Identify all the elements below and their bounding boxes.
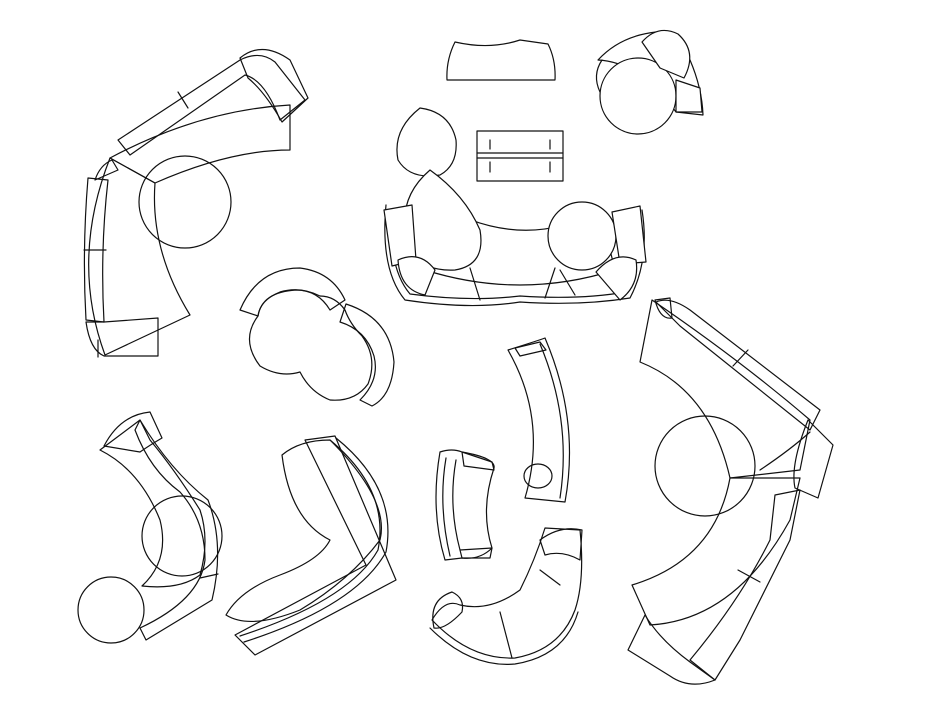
round-table (77, 576, 145, 644)
chair-back-lower (339, 303, 395, 407)
sofa-set-center (383, 107, 647, 307)
sofa-seat-left (88, 157, 191, 356)
round-table (654, 415, 756, 517)
sofa-back (134, 419, 219, 641)
sofa-arm-left (432, 591, 464, 629)
chair-seats (248, 289, 373, 401)
sofa-sectional-right (627, 297, 834, 685)
sofa-arm-corner (793, 419, 834, 499)
side-table (396, 107, 457, 177)
chair-arm-top (641, 29, 691, 79)
bench-top-center (446, 39, 556, 81)
sofa-arm-bottom (627, 614, 716, 685)
sofa-seat-lower (631, 477, 801, 626)
armchair-seat (141, 495, 223, 577)
armchair-right-back (611, 205, 647, 265)
sofa-seat-upper (109, 104, 291, 184)
sofa-back-lower (689, 489, 801, 681)
sofa-arm-bottom (85, 317, 159, 357)
curved-bench-center (507, 337, 571, 503)
table-top (476, 130, 564, 182)
sofa-back-outer (384, 204, 645, 307)
armchair-right (547, 201, 617, 271)
chaise-back-curve (239, 439, 381, 637)
curved-chaise-bottom-left-center (225, 435, 397, 656)
sofa-back-top (117, 54, 306, 156)
sofa-arm-right (539, 528, 583, 561)
chair-back-upper (239, 267, 346, 317)
sofa-arm-top (103, 411, 163, 453)
sofa-sectional-top-left (83, 48, 309, 358)
chair-arm-right (675, 79, 703, 113)
curved-sofa-bottom-left (77, 411, 223, 644)
lounge-chair-top-right (595, 29, 704, 135)
sofa-arm-top (239, 48, 309, 123)
sofa-seat-upper (639, 299, 811, 479)
round-table (138, 155, 232, 249)
bench-body (507, 337, 571, 503)
curved-sofa-bottom-center (429, 527, 583, 665)
bench-cushion (523, 463, 553, 489)
bench-body (446, 39, 556, 81)
sofa-seat (431, 527, 583, 659)
chaise-base (234, 435, 397, 656)
round-chair-pair-left (239, 267, 395, 407)
coffee-table-center (476, 130, 564, 182)
chaise-seat (225, 439, 382, 623)
sofa-back-upper (655, 299, 821, 431)
loveseat-bottom-center (435, 449, 495, 561)
